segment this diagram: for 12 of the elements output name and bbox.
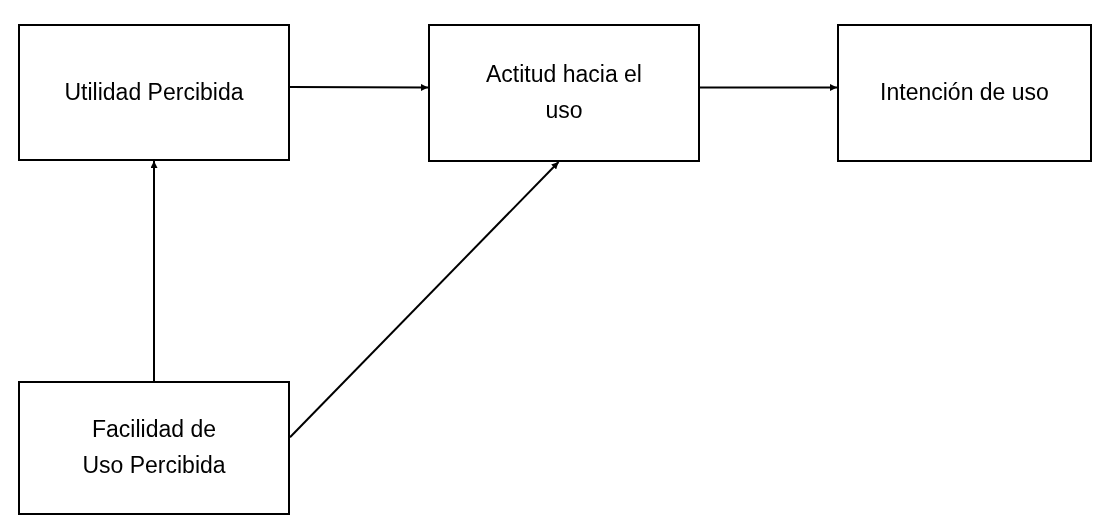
arrow — [289, 161, 560, 439]
box-label: Intención de uso — [880, 78, 1049, 108]
concept-box — [18, 381, 290, 515]
concept-box — [837, 24, 1092, 162]
arrow — [699, 84, 838, 91]
box-label: Utilidad Percibida — [64, 77, 244, 107]
box-label: Actitud hacia el uso — [486, 60, 642, 125]
arrow — [289, 83, 429, 91]
concept-box — [428, 24, 700, 162]
box-label: Facilidad de Uso Percibida — [81, 415, 227, 480]
arrow — [150, 160, 158, 382]
concept-box — [18, 24, 290, 161]
